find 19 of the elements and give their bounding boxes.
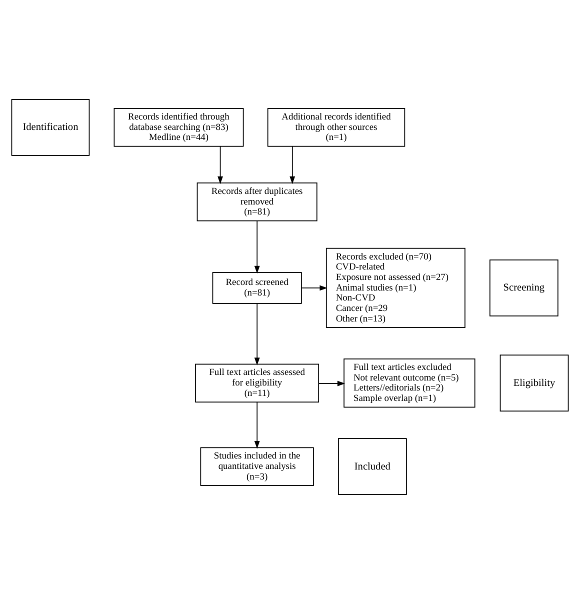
node-box: Records after duplicates removed (n=81)	[196, 182, 318, 221]
arrow	[254, 302, 260, 365]
node-box: Eligibility	[500, 354, 569, 411]
node-box: Records identified through database searching (n=83) Medline (n=44)	[114, 108, 244, 146]
node-box: Studies included in the quantitative analysis (n=3)	[200, 446, 314, 486]
arrow	[318, 380, 346, 386]
arrow	[254, 401, 260, 448]
node-box: Record screened (n=81)	[212, 272, 302, 304]
node-box: Additional records identified through other sources (n=1)	[267, 108, 406, 146]
node-box: Full text articles excluded Not relevant outcome (n=5) Letters//editorials (n=2) Sample overlap (n=1)	[344, 358, 476, 408]
arrow	[254, 220, 260, 274]
node-box: Included	[338, 438, 407, 494]
node-box: Records excluded (n=70) CVD-related Exposure not assessed (n=27) Animal studies (n=1) Non-CVD Cancer (n=29 Other (n=13)	[326, 247, 466, 328]
arrow	[301, 284, 328, 290]
node-box: Full text articles assessed for eligibility (n=11)	[195, 363, 320, 402]
arrow	[218, 146, 223, 184]
node-box: Screening	[490, 259, 558, 316]
node-box: Identification	[11, 98, 90, 156]
arrow	[290, 146, 296, 184]
